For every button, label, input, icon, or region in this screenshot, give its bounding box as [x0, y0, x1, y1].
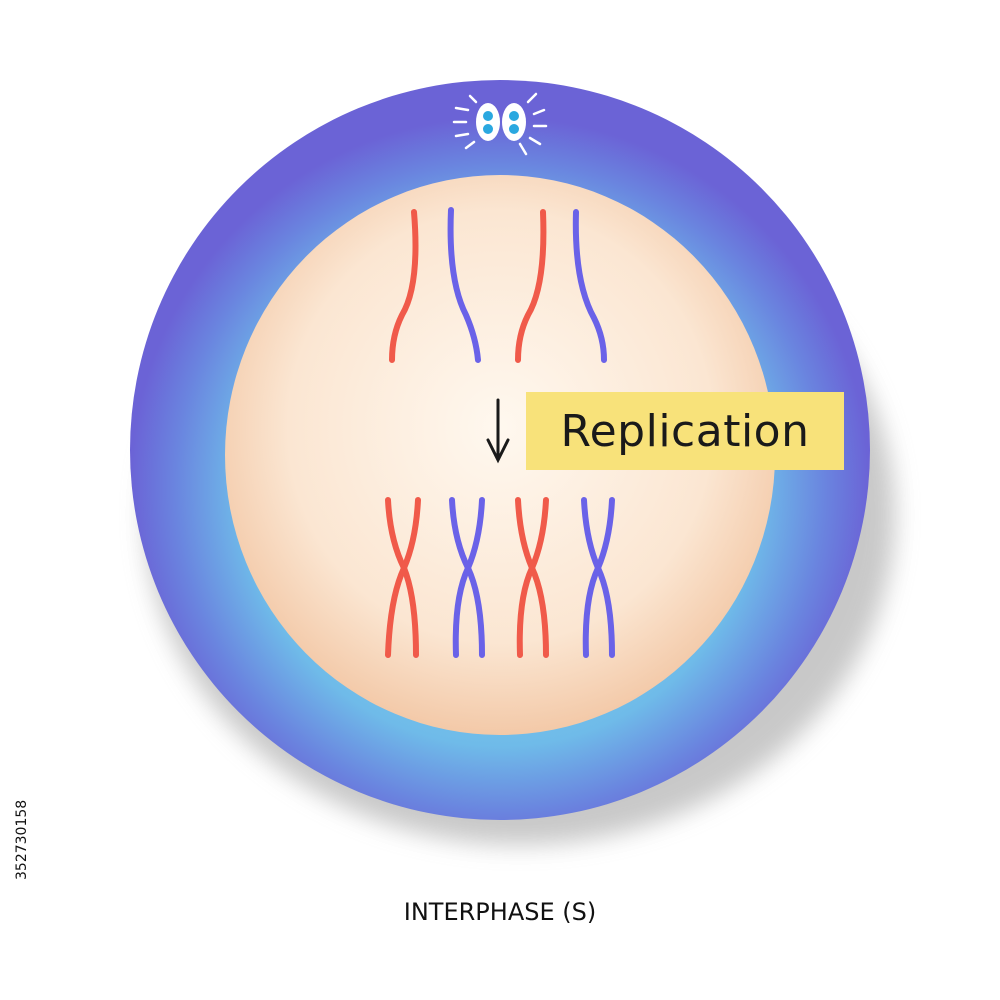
replication-label: Replication [560, 405, 810, 457]
replicated-chromosome-red-1 [385, 497, 421, 658]
down-arrow-icon [486, 398, 510, 464]
chromosome-red-2 [515, 209, 547, 363]
replication-label-box: Replication [526, 392, 844, 470]
stock-id-text: 352730158 [14, 799, 30, 880]
chromosome-blue-1 [447, 207, 481, 363]
diagram-caption: INTERPHASE (S) [403, 898, 597, 926]
chromosome-red-1 [389, 209, 419, 363]
centrosome-icon [452, 92, 548, 156]
stock-id-watermark: 352730158 [14, 768, 30, 880]
chromosome-blue-2 [572, 209, 607, 363]
replicated-chromosome-blue-2 [581, 497, 615, 658]
replicated-chromosome-red-2 [515, 497, 549, 658]
replicated-chromosome-blue-1 [449, 497, 485, 658]
